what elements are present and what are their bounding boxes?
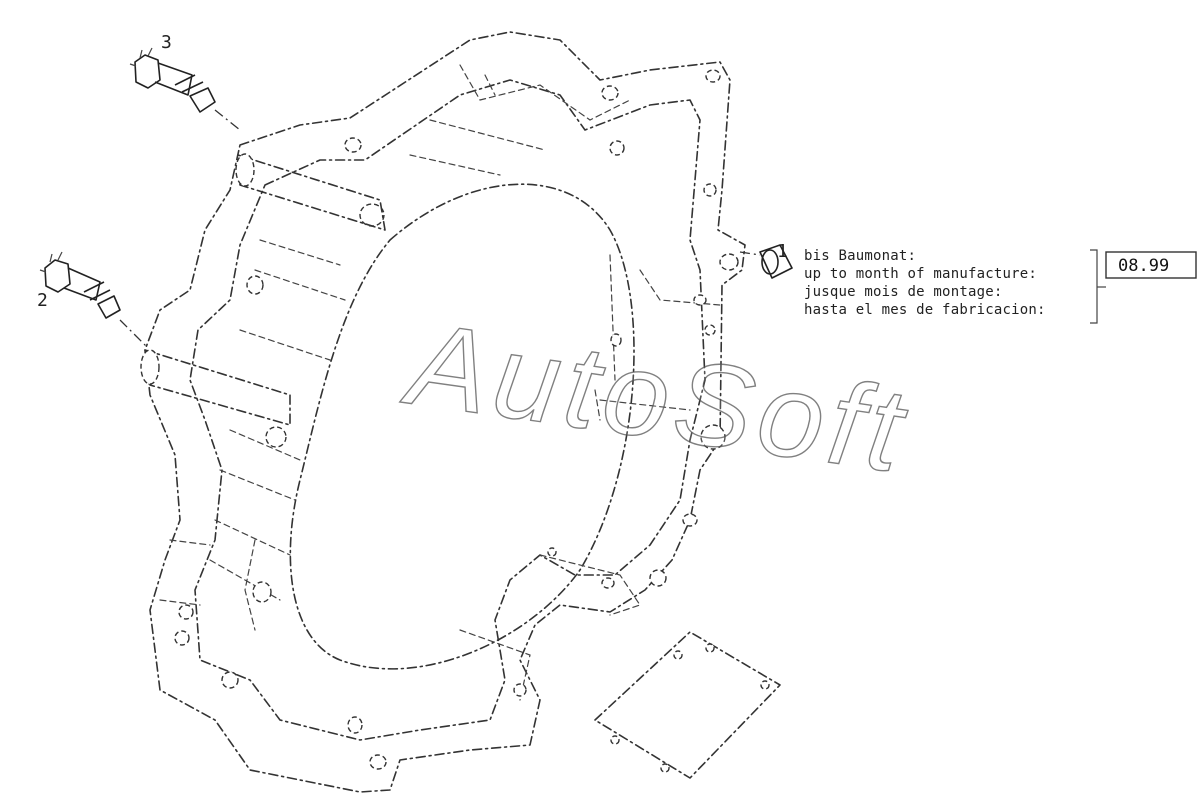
note-bracket bbox=[1090, 249, 1098, 324]
callout-1: 1 bbox=[777, 241, 788, 262]
boss-lower bbox=[140, 349, 291, 426]
watermark-text: AutoSoft bbox=[396, 297, 916, 498]
validity-note: bis Baumonat: up to month of manufacture… bbox=[804, 248, 1197, 324]
cover-plate bbox=[594, 631, 781, 779]
note-line-es: hasta el mes de fabricacion: bbox=[804, 302, 1046, 318]
sensor-part-3 bbox=[129, 47, 241, 131]
sensor-part-2 bbox=[39, 251, 149, 349]
plug-part-1 bbox=[739, 244, 793, 279]
note-line-fr: jusque mois de montage: bbox=[804, 284, 1002, 300]
note-line-en: up to month of manufacture: bbox=[804, 266, 1037, 282]
boss-upper bbox=[235, 153, 386, 231]
date-box-value: 08.99 bbox=[1118, 256, 1169, 276]
note-line-de: bis Baumonat: bbox=[804, 248, 916, 264]
callout-3: 3 bbox=[161, 32, 172, 53]
callout-2: 2 bbox=[37, 290, 48, 311]
housing-holes bbox=[174, 69, 739, 770]
date-box bbox=[1105, 251, 1197, 279]
